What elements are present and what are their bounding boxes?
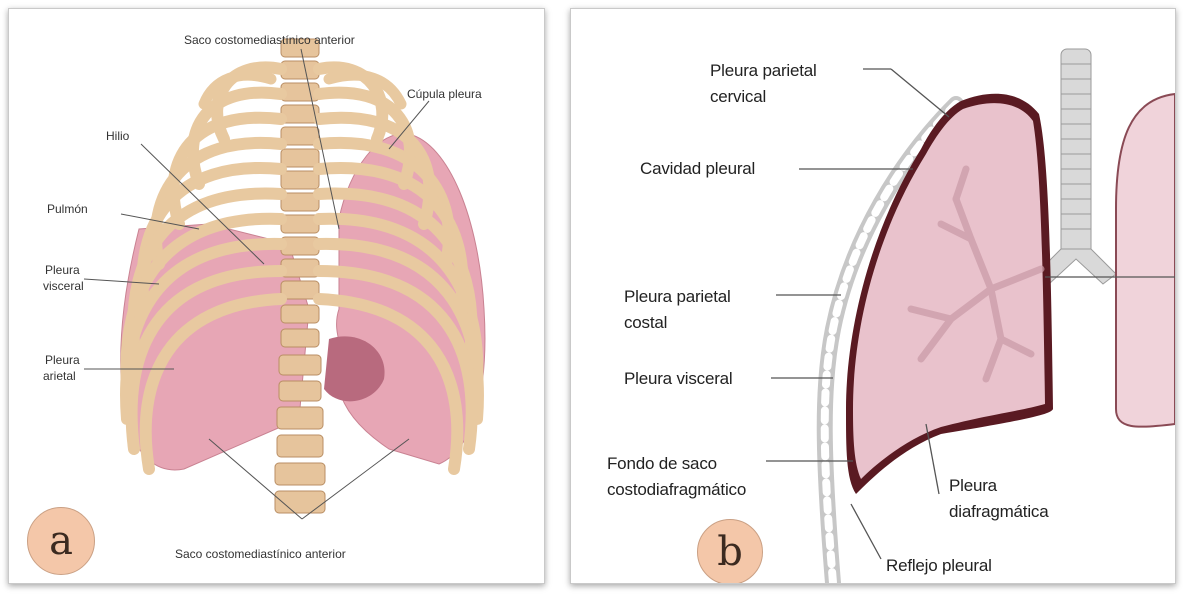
label-fondo-de-saco-2: costodiafragmático [607,479,746,500]
label-pleura-visceral-1: Pleura [45,263,80,277]
label-pleura-parietal-costal-1: Pleura parietal [624,286,731,307]
label-bottom-saco: Saco costomediastínico anterior [175,547,346,561]
label-pleura-diafragmatica-2: diafragmática [949,501,1048,522]
label-pleura-diafragmatica-1: Pleura [949,475,997,496]
label-pleura-parietal-1: Pleura [45,353,80,367]
panel-a-thorax-illustration: Saco costomediastínico anterior Cúpula p… [8,8,545,584]
label-pleura-parietal-cervical-2: cervical [710,86,766,107]
label-pleura-parietal-cervical-1: Pleura parietal [710,60,817,81]
lung-shape [853,103,1045,479]
label-hilio: Hilio [106,129,129,143]
label-cupula-pleural: Cúpula pleura [407,87,482,101]
panel-b-pleura-diagram: Pleura parietal cervical Cavidad pleural… [570,8,1176,584]
label-top-saco: Saco costomediastínico anterior [184,33,355,47]
other-lung-shape [1116,94,1175,427]
panel-a-badge: a [27,507,95,575]
label-pleura-parietal-costal-2: costal [624,312,667,333]
label-pulmon: Pulmón [47,202,88,216]
label-fondo-de-saco-1: Fondo de saco [607,453,717,474]
label-reflejo-pleural: Reflejo pleural [886,555,992,576]
label-cavidad-pleural: Cavidad pleural [640,158,755,179]
label-pleura-visceral: Pleura visceral [624,368,733,389]
label-pleura-parietal-2: arietal [43,369,76,383]
label-pleura-visceral-2: visceral [43,279,84,293]
panel-b-badge: b [697,519,763,584]
